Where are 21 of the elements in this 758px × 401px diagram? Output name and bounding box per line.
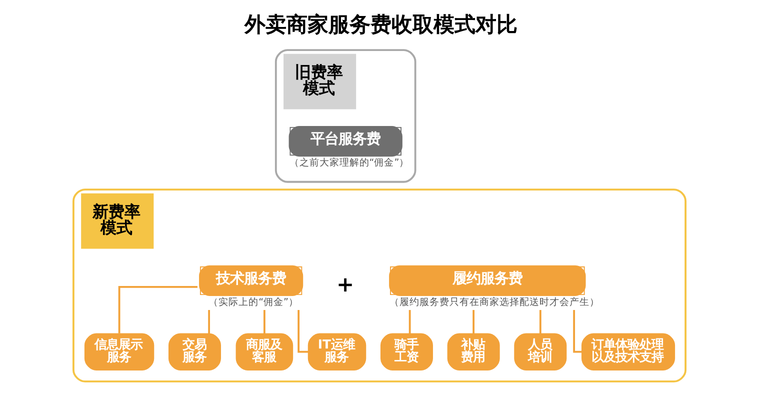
node-label: （之前大家理解的“佣金”） — [288, 158, 409, 169]
connector — [208, 310, 210, 334]
connector — [538, 310, 541, 334]
node-box: 骑手工资 — [380, 333, 432, 370]
node-box: 信息展示服务 — [84, 333, 154, 370]
connector — [572, 310, 582, 353]
node-box: 订单体验处理以及技术支持 — [580, 333, 675, 370]
node-box: 交易服务 — [168, 333, 220, 370]
node-box: IT运维服务 — [307, 333, 366, 370]
label: + — [336, 272, 354, 296]
connector — [297, 310, 308, 353]
node-box: 商服及客服 — [235, 333, 293, 370]
node-box: 人员培训 — [514, 333, 566, 370]
node-label: （履约服务费只有在商家选择配送时才会产生） — [389, 297, 600, 308]
node-box: 补贴费用 — [446, 333, 500, 370]
connector — [472, 310, 474, 334]
diagram-title: 外卖商家服务费收取模式对比 — [244, 12, 517, 37]
connector — [408, 310, 410, 334]
connector — [262, 310, 265, 334]
connector — [118, 286, 197, 334]
node-label: （实际上的“佣金”） — [208, 297, 298, 308]
